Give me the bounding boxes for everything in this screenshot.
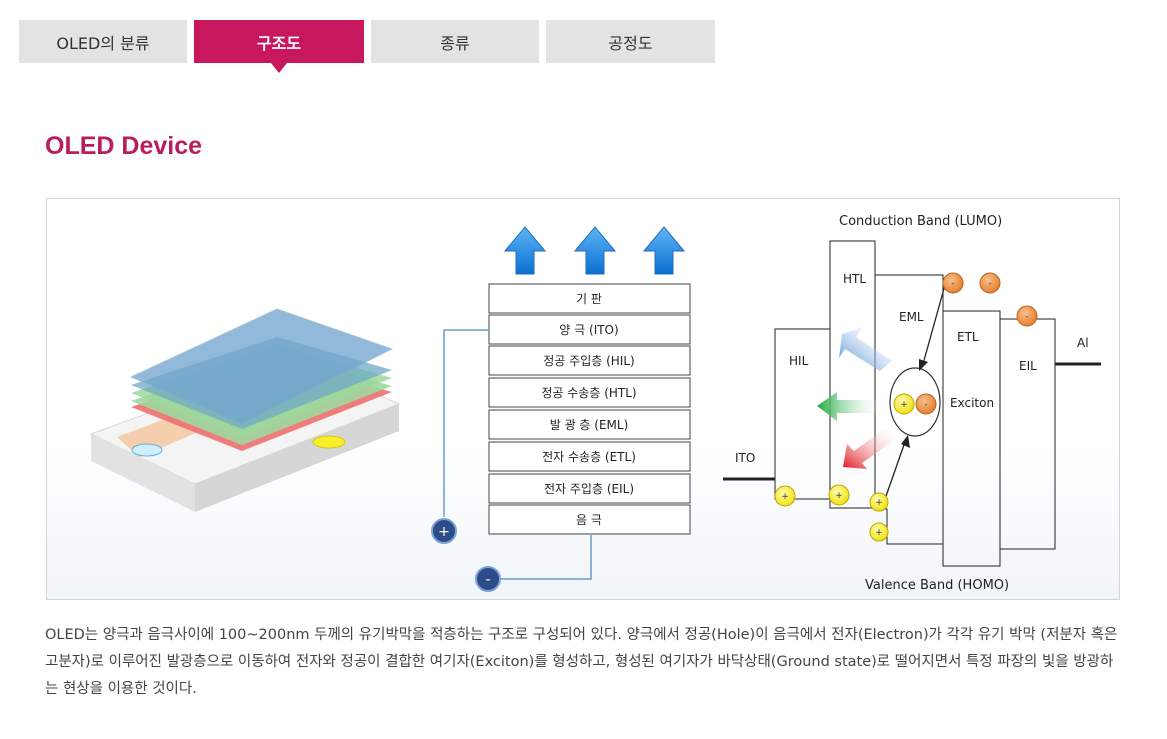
circuit-wires: + - — [431, 329, 592, 592]
eml-label: EML — [899, 310, 924, 324]
svg-text:+: + — [781, 492, 789, 502]
minus-terminal-label: - — [485, 572, 490, 588]
layer-hil: 정공 주입층 (HIL) — [543, 354, 634, 368]
oled-diagram: 기 판 양 극 (ITO) 정공 주입층 (HIL) 정공 수송층 (HTL) … — [89, 214, 1101, 593]
al-label: Al — [1077, 336, 1089, 350]
oled-structure-figure: 기 판 양 극 (ITO) 정공 주입층 (HIL) 정공 수송층 (HTL) … — [46, 198, 1120, 600]
exciton-label: Exciton — [950, 396, 994, 410]
svg-text:+: + — [900, 400, 908, 410]
tab-process[interactable]: 공정도 — [546, 20, 715, 63]
layer-anode: 양 극 (ITO) — [559, 323, 618, 337]
layer-etl: 전자 수송층 (ETL) — [542, 450, 636, 464]
svg-text:+: + — [875, 498, 883, 508]
layer-stack: 기 판 양 극 (ITO) 정공 주입층 (HIL) 정공 수송층 (HTL) … — [488, 283, 691, 535]
svg-text:+: + — [875, 528, 883, 538]
device-3d-illustration — [89, 308, 401, 512]
charge-flow-arrows — [817, 327, 896, 469]
layer-cathode: 음 극 — [576, 513, 602, 527]
eil-label: EIL — [1019, 359, 1037, 373]
plus-terminal-label: + — [438, 524, 450, 540]
layer-htl: 정공 수송층 (HTL) — [541, 386, 636, 400]
tab-types[interactable]: 종류 — [371, 20, 539, 63]
etl-label: ETL — [957, 330, 979, 344]
carrier-signs: + + + + + - - - - — [781, 279, 1028, 538]
layer-eil: 전자 주입층 (EIL) — [544, 482, 634, 496]
energy-band-diagram: Conduction Band (LUMO) ITO HIL HTL EML E… — [723, 214, 1101, 593]
layer-eml: 발 광 층 (EML) — [550, 418, 629, 432]
svg-text:+: + — [835, 491, 843, 501]
minus-terminal — [475, 566, 501, 592]
ito-label: ITO — [735, 451, 755, 465]
svg-text:-: - — [924, 400, 927, 410]
description-text: OLED는 양극과 음극사이에 100~200nm 두께의 유기박막을 적층하는… — [45, 627, 1118, 697]
plus-terminal — [431, 518, 457, 544]
svg-text:-: - — [951, 279, 954, 289]
tab-oled-classification[interactable]: OLED의 분류 — [19, 20, 187, 63]
layer-substrate: 기 판 — [576, 292, 602, 306]
charge-carriers — [774, 272, 1038, 542]
section-title: OLED Device — [45, 132, 203, 160]
svg-text:-: - — [988, 279, 991, 289]
hil-label: HIL — [789, 354, 809, 368]
htl-label: HTL — [843, 272, 866, 286]
light-emission-arrows — [503, 226, 686, 275]
valence-band-label: Valence Band (HOMO) — [865, 578, 1009, 593]
svg-text:-: - — [1025, 312, 1028, 322]
tab-structure[interactable]: 구조도 — [194, 20, 364, 73]
conduction-band-label: Conduction Band (LUMO) — [839, 214, 1002, 229]
